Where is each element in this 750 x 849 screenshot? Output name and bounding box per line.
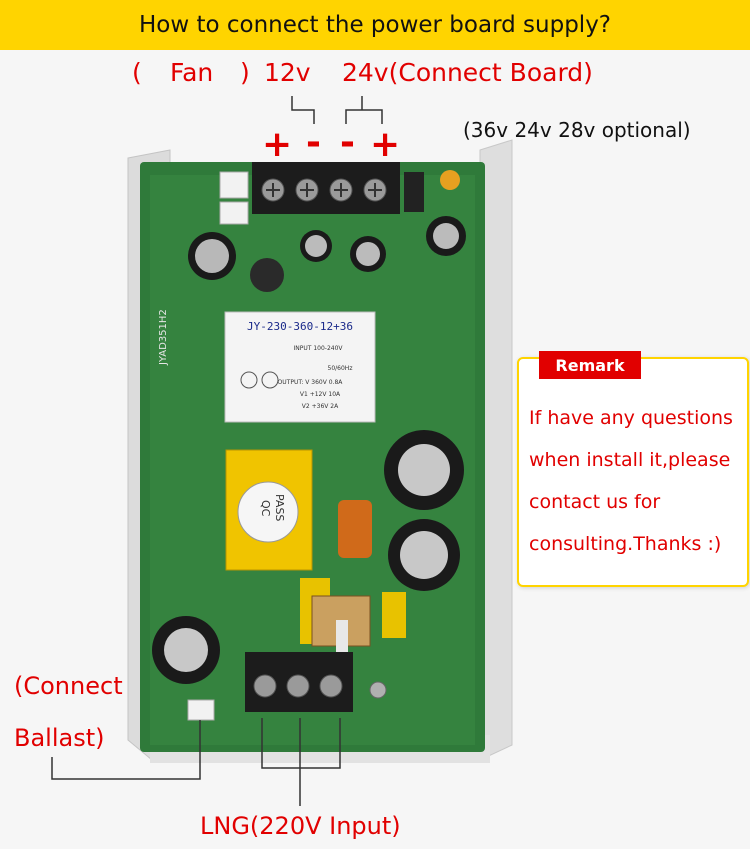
terminal-screws-top xyxy=(261,178,387,202)
label-lng-input: LNG(220V Input) xyxy=(200,812,401,840)
remark-line-2: when install it,please xyxy=(529,449,731,471)
remark-text: If have any questions when install it,pl… xyxy=(529,397,747,565)
spec-label-sticker xyxy=(224,311,376,423)
cert-mark-2 xyxy=(261,371,279,389)
minus-sign-2: - xyxy=(340,122,355,163)
label-optional-voltages: (36v 24v 28v optional) xyxy=(463,118,691,142)
remark-tab: Remark xyxy=(539,351,641,379)
plus-sign-2: + xyxy=(370,124,401,165)
capacitors-main xyxy=(152,430,464,684)
ballast-connector xyxy=(187,699,215,721)
bracket-12v xyxy=(291,96,315,124)
qc-text: QC xyxy=(259,500,272,517)
x-capacitor-2 xyxy=(382,592,406,638)
label-24v-connect-board: 24v(Connect Board) xyxy=(342,58,593,87)
spec-freq: 50/60Hz xyxy=(328,365,353,372)
header-title: How to connect the power board supply? xyxy=(138,12,612,38)
bracket-ballast xyxy=(51,720,201,780)
label-ballast: Ballast) xyxy=(14,724,105,752)
label-connect: (Connect xyxy=(14,672,123,700)
spec-chip-label: JY-230-360-12+36 xyxy=(247,320,353,333)
spec-input: INPUT 100-240V xyxy=(293,345,343,352)
remark-line-3: contact us for xyxy=(529,491,661,513)
mount-screw xyxy=(369,681,387,699)
header-banner: How to connect the power board supply? xyxy=(0,0,750,50)
terminal-block-side xyxy=(404,172,424,212)
label-12v: 12v xyxy=(264,58,311,87)
remark-line-1: If have any questions xyxy=(529,407,733,429)
film-capacitor xyxy=(338,500,372,558)
minus-sign-1: - xyxy=(306,122,321,163)
bracket-lng xyxy=(261,718,341,769)
spec-v1: V1 +12V 10A xyxy=(300,391,341,398)
pass-text: PASS xyxy=(273,494,286,521)
bracket-24v xyxy=(345,96,383,124)
terminal-screws-bottom xyxy=(253,674,343,698)
capacitors-top xyxy=(188,216,466,292)
remark-line-4: consulting.Thanks :) xyxy=(529,533,722,555)
fan-open-paren: ( xyxy=(132,58,142,87)
fan-connector xyxy=(219,171,249,199)
cert-mark-1 xyxy=(240,371,258,389)
fan-label: Fan xyxy=(170,58,214,87)
fan-close-paren: ) xyxy=(240,58,250,87)
qc-pass-sticker xyxy=(237,481,299,543)
trim-potentiometer xyxy=(440,170,460,190)
remark-card: Remark If have any questions when instal… xyxy=(517,351,749,587)
spec-output: OUTPUT: V 360V 0.8A xyxy=(278,379,344,386)
pcb-side-print: JYAD351H2 xyxy=(158,309,169,366)
connector-2 xyxy=(219,201,249,225)
spec-v2: V2 +36V 2A xyxy=(302,403,339,410)
plus-sign-1: + xyxy=(262,124,293,165)
